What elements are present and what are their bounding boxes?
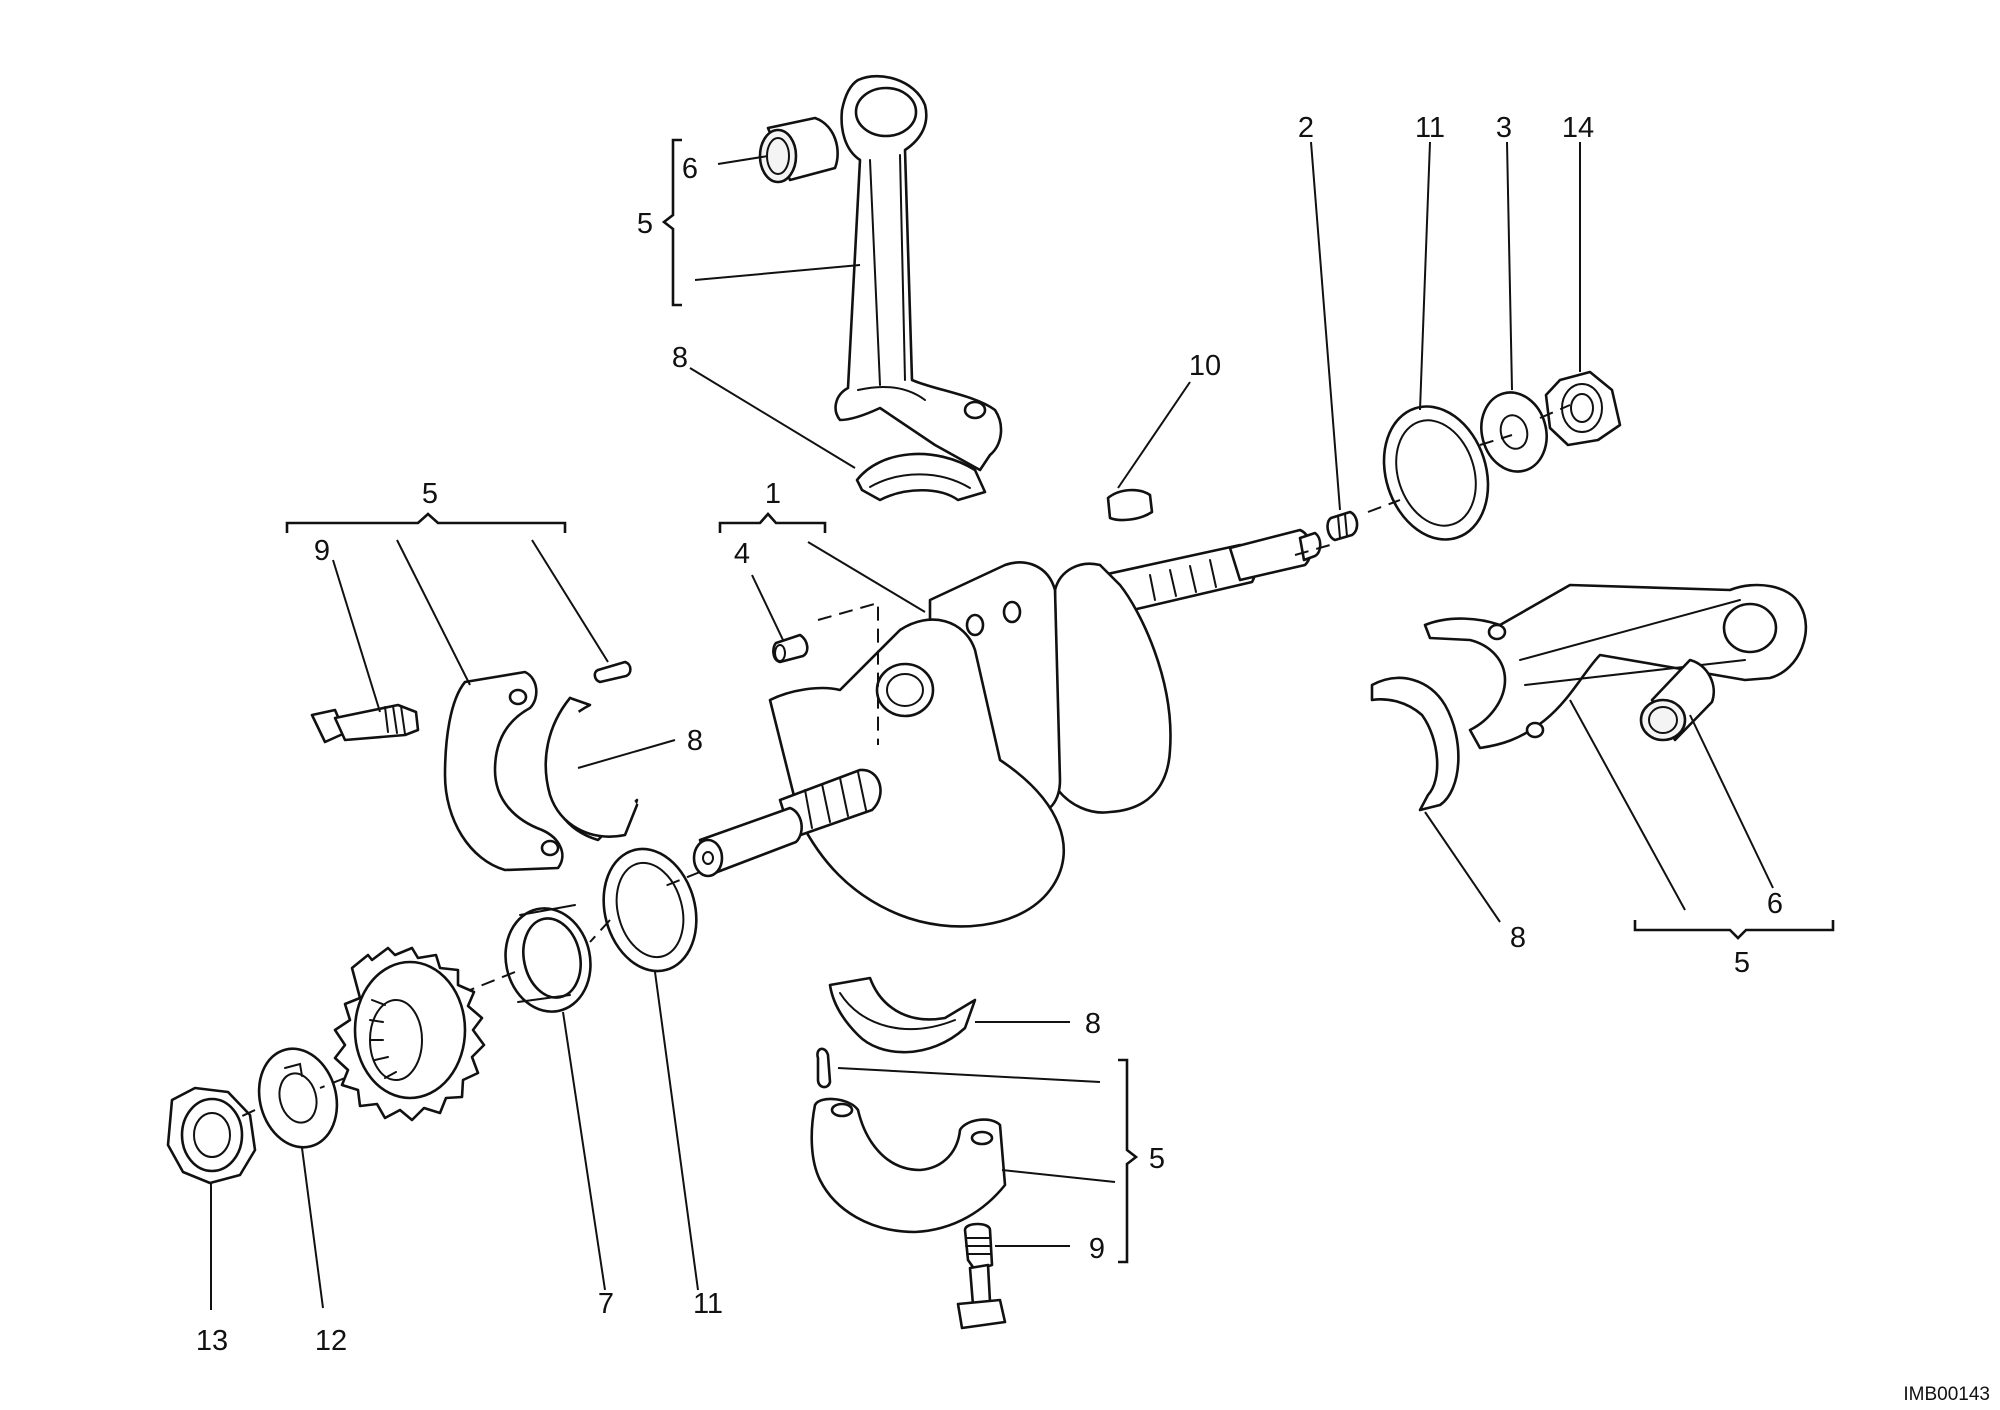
- callout-4: 4: [734, 538, 750, 570]
- woodruff-key-10: [1106, 488, 1154, 522]
- callout-8-top: 8: [672, 342, 688, 374]
- bolt-bottom: [956, 1222, 1007, 1330]
- brace-top-rod: [661, 138, 682, 307]
- callout-3: 3: [1496, 112, 1512, 144]
- connecting-rod-right: [1423, 583, 1808, 750]
- dowel-pin-left: [593, 660, 632, 684]
- connecting-rod-top: [834, 74, 1003, 472]
- callout-11-right: 11: [1415, 112, 1445, 144]
- callout-14: 14: [1562, 112, 1594, 144]
- callout-12: 12: [315, 1325, 347, 1357]
- callout-11-front: 11: [693, 1288, 723, 1320]
- callout-7: 7: [598, 1288, 614, 1320]
- callout-5-left: 5: [422, 478, 438, 510]
- leader-lines: [210, 141, 1774, 1310]
- crankshaft: [692, 528, 1322, 928]
- bearing-shell-bottom: [828, 976, 977, 1054]
- bearing-shell-top: [855, 452, 987, 502]
- gear: [333, 946, 486, 1122]
- callout-8-left: 8: [687, 725, 703, 757]
- bushing-top: [758, 116, 839, 184]
- shim-11-right: [1382, 405, 1490, 541]
- brace-right-rod: [1633, 920, 1835, 940]
- nut-14: [1544, 370, 1622, 447]
- callout-5-right: 5: [1734, 947, 1750, 979]
- brace-crankshaft: [718, 512, 827, 533]
- brace-left-cap: [285, 512, 567, 533]
- callout-8-right: 8: [1510, 922, 1526, 954]
- callouts: 6 5 8 10 2 11 3 14 5 9 8 1 4 8 6 5 8 5 9…: [196, 112, 1783, 1357]
- callout-2: 2: [1298, 112, 1314, 144]
- washer-3: [1480, 391, 1548, 473]
- callout-13: 13: [196, 1325, 228, 1357]
- plug-2: [1326, 510, 1359, 542]
- callout-6-top: 6: [682, 153, 698, 185]
- shim-11-front: [602, 847, 698, 973]
- nut-13: [166, 1086, 257, 1185]
- callout-9-left: 9: [314, 535, 330, 567]
- bolt-left: [310, 703, 420, 744]
- callout-5-top: 5: [637, 208, 653, 240]
- callout-5-bottom: 5: [1149, 1143, 1165, 1175]
- callout-8-bottom: 8: [1085, 1008, 1101, 1040]
- seal-ring-7: [504, 904, 592, 1013]
- callout-10: 10: [1189, 350, 1221, 382]
- plug-screw-4: [772, 633, 809, 664]
- connecting-rod-cap-bottom: [810, 1097, 1007, 1234]
- drawing-code: IMB00143: [1903, 1384, 1990, 1405]
- callout-9-bottom: 9: [1089, 1233, 1105, 1265]
- bearing-shell-right: [1370, 676, 1460, 812]
- callout-6-right: 6: [1767, 888, 1783, 920]
- callout-1: 1: [765, 478, 781, 510]
- dowel-pin-bottom: [816, 1047, 832, 1089]
- connecting-rod-cap-left: [443, 670, 564, 872]
- brace-bottom-cap: [1118, 1058, 1139, 1264]
- bearing-shell-left: [544, 696, 639, 842]
- washer-12: [257, 1047, 339, 1149]
- bushing-right: [1639, 658, 1715, 742]
